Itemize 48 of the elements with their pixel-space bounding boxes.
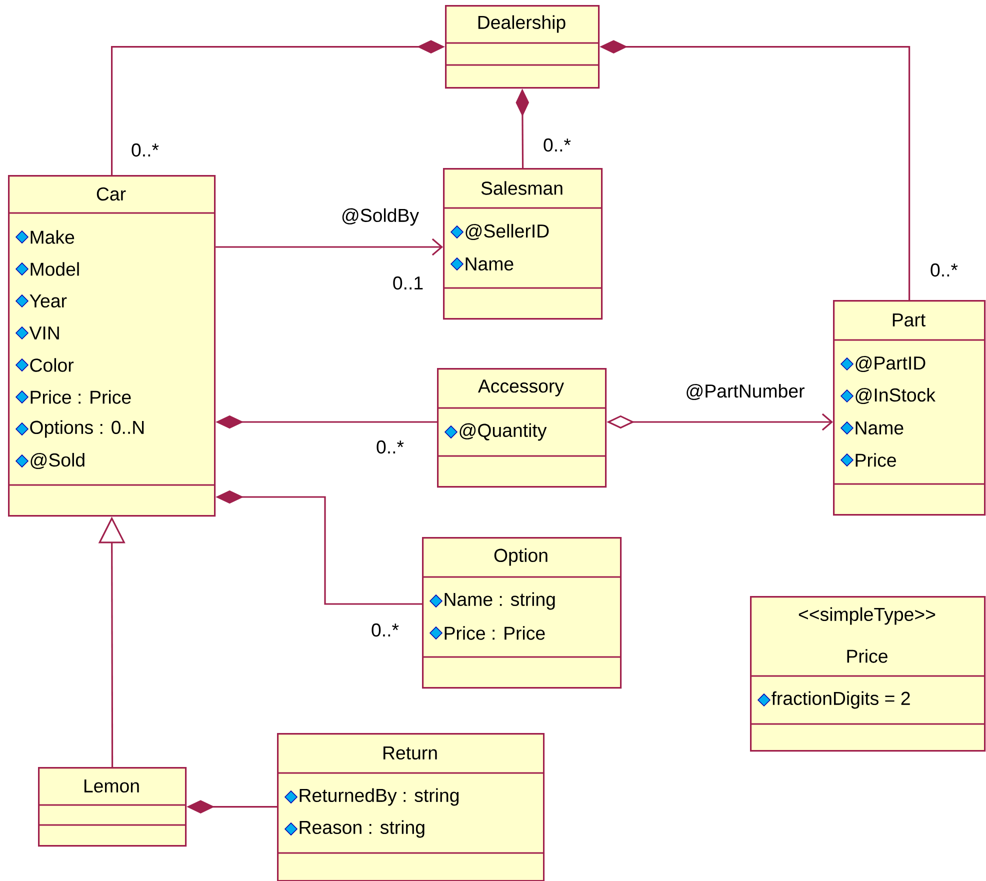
edge-label: 0..* [130,142,160,158]
attribute-text: @Quantity [460,423,547,441]
class-name: Option [494,548,548,566]
class-name: Salesman [481,181,562,195]
attribute-text: @SellerID [466,224,549,240]
attribute-text: fractionDigits = 2 [772,691,910,709]
attribute-text: Price : Price [30,390,131,404]
class-name: Lemon [84,779,139,793]
class-name: Part [892,314,926,327]
attribute-text: Reason : string [300,820,424,838]
attribute-text: VIN [29,326,59,340]
attribute-text: @PartID [856,356,926,372]
attribute-text: Year [30,294,67,308]
class-box [445,5,600,89]
edge-label: 0..* [928,262,960,278]
attribute-text: Name : string [444,592,555,610]
edge-label: 0..* [370,622,400,638]
class-box [750,596,986,752]
attribute-text: Model [30,262,79,276]
edge-label: 0..* [374,439,406,455]
attribute-text: Options : 0..N [30,420,144,438]
class-name: Accessory [478,380,564,396]
attribute-text: Price [856,453,896,467]
edge-label: 0..* [542,137,572,153]
class-box [277,733,545,881]
association-arrow [216,238,443,256]
class-box [422,537,622,689]
class-name: Dealership [478,15,566,33]
attribute-text: Name [466,258,514,271]
multiplicity-label: 0..1 [393,276,423,290]
class-box [38,767,187,847]
class-box [833,300,986,516]
attribute-text: ReturnedBy : string [300,788,459,806]
attribute-text: @Sold [30,452,84,470]
class-name: Car [96,187,126,201]
attribute-text: Name [856,422,904,435]
class-name: Return [384,746,437,760]
edge-label: @SoldBy [340,206,420,228]
class-name: <<simpleType>> [798,607,936,625]
attribute-text: Color [30,358,74,372]
class-name: Price [847,649,888,663]
attribute-text: Price : Price [444,626,545,640]
attribute-text: Make [30,230,74,244]
class-box [443,168,603,320]
class-box [8,175,216,517]
attribute-text: @InStock [856,388,936,404]
class-box [437,368,607,488]
edge-label: @PartNumber [684,382,806,402]
